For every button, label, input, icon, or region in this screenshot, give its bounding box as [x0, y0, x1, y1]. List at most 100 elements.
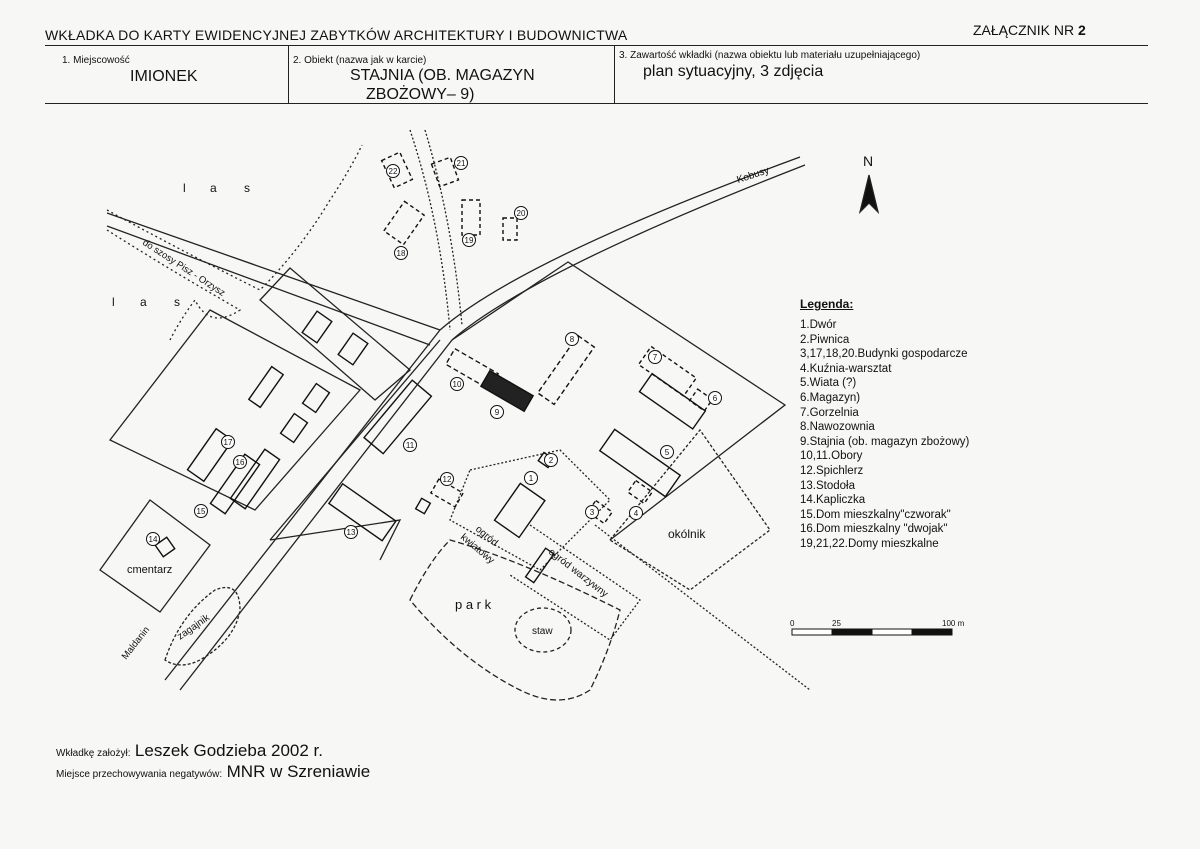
legend-item: 6.Magazyn)	[800, 391, 861, 404]
created-label: Wkładkę założył:	[56, 748, 131, 759]
marker-label-17: 17	[224, 438, 233, 447]
scale-100: 100 m	[942, 619, 965, 628]
label-kobusy: Kobusy	[736, 165, 771, 186]
marker-circle-8	[565, 332, 579, 346]
north-label: N	[863, 153, 873, 169]
building-4	[626, 479, 654, 505]
marker-label-3: 3	[590, 508, 595, 517]
estate-inner-line	[269, 339, 441, 541]
north-arrow-icon	[858, 174, 880, 215]
road-pisz-edge-a	[106, 212, 441, 331]
annex-text: ZAŁĄCZNIK NR	[973, 22, 1075, 38]
legend-item: 12.Spichlerz	[800, 464, 864, 477]
created-by: Wkładkę założył: Leszek Godzieba 2002 r.	[56, 741, 323, 761]
marker-label-13: 13	[347, 528, 356, 537]
farm-outbuilding-a	[247, 365, 285, 409]
road-kobusy-edge-a	[439, 156, 801, 331]
marker-circle-7	[648, 350, 662, 364]
label-staw: staw	[532, 626, 553, 637]
marker-circle-14	[146, 532, 160, 546]
marker-label-18: 18	[397, 249, 406, 258]
header-top-rule	[45, 45, 1148, 46]
site-plan-map: N Kobusy do szosy Pisz - Orzysz Maldanin…	[99, 129, 965, 701]
object-value-line2: ZBOŻOWY– 9)	[366, 86, 475, 103]
legend-item: 2.Piwnica	[800, 333, 850, 346]
created-value: Leszek Godzieba 2002 r.	[134, 741, 323, 760]
legend-item: 13.Stodoła	[800, 479, 855, 492]
marker-circle-9	[490, 405, 504, 419]
forest-edge-1	[106, 144, 363, 291]
building-21	[430, 156, 460, 188]
marker-label-6: 6	[713, 394, 718, 403]
west-farm-area	[108, 309, 362, 511]
marker-circle-16	[233, 455, 247, 469]
legend-item: 8.Nawozownia	[800, 421, 875, 434]
marker-label-7: 7	[653, 353, 658, 362]
legend-item: 5.Wiata (?)	[800, 377, 857, 390]
vegetable-garden	[509, 524, 641, 641]
marker-circle-22	[386, 164, 400, 178]
label-las2-a: a	[140, 295, 147, 309]
path-north-a	[409, 129, 451, 331]
locality-label: 1. Miejscowość	[62, 55, 130, 66]
marker-label-11: 11	[406, 441, 415, 450]
marker-circle-2	[544, 453, 558, 467]
label-pisz-orzysz: do szosy Pisz - Orzysz	[140, 237, 227, 299]
marker-label-14: 14	[149, 535, 158, 544]
marker-circle-20	[514, 206, 528, 220]
building-annex-garden	[524, 547, 555, 584]
legend-item: 16.Dom mieszkalny "dwojak"	[800, 523, 948, 536]
legend-item: 14.Kapliczka	[800, 494, 866, 507]
marker-label-12: 12	[443, 475, 452, 484]
label-maldanin: Maldanin	[120, 625, 152, 662]
marker-circle-3	[585, 505, 599, 519]
farm-outbuilding-b	[301, 382, 331, 414]
north-farm-area	[259, 267, 412, 401]
label-cmentarz: cmentarz	[127, 564, 172, 576]
legend-item: 19,21,22.Domy mieszkalne	[800, 537, 939, 550]
document-title: WKŁADKA DO KARTY EWIDENCYJNEJ ZABYTKÓW A…	[45, 27, 628, 43]
marker-label-21: 21	[457, 159, 466, 168]
building-6	[688, 388, 714, 412]
building-17	[186, 427, 234, 483]
label-park: p a r k	[455, 597, 492, 612]
marker-circle-4	[629, 506, 643, 520]
road-kobusy-edge-b	[451, 164, 806, 341]
label-las1-s: s	[244, 181, 250, 195]
building-13	[327, 482, 397, 542]
header-divider-1	[288, 45, 289, 104]
header-bottom-rule	[45, 103, 1148, 104]
building-7-annex	[638, 372, 707, 430]
marker-circle-18	[394, 246, 408, 260]
label-las1-l: l	[183, 181, 186, 195]
content-label: 3. Zawartość wkładki (nazwa obiektu lub …	[619, 50, 921, 61]
marker-label-9: 9	[495, 408, 500, 417]
building-small-12b	[414, 497, 432, 515]
legend-item: 15.Dom mieszkalny"czworak"	[800, 508, 951, 521]
building-11	[363, 379, 433, 455]
marker-circle-17	[221, 435, 235, 449]
label-las1-a: a	[210, 181, 217, 195]
road-maldanin-edge-a	[164, 329, 441, 681]
building-5	[598, 428, 682, 498]
label-las2-s: s	[174, 295, 180, 309]
storage-label: Miejsce przechowywania negatywów:	[56, 769, 223, 780]
legend-item: 3,17,18,20.Budynki gospodarcze	[800, 348, 968, 361]
legend-title: Legenda:	[800, 297, 854, 311]
building-7	[637, 345, 698, 398]
building-1-manor	[493, 482, 546, 539]
scale-25: 25	[832, 619, 841, 628]
label-okolnik: okólnik	[668, 527, 706, 541]
road-maldanin-edge-b	[179, 339, 453, 691]
building-20	[502, 217, 518, 241]
building-16	[229, 448, 281, 510]
marker-circle-1	[524, 471, 538, 485]
north-outbuilding-a	[301, 310, 333, 344]
farm-outbuilding-c	[279, 412, 309, 444]
park-boundary	[409, 539, 621, 701]
road-pisz-edge-b	[106, 225, 431, 346]
building-14-chapel	[154, 536, 176, 558]
marker-label-5: 5	[665, 448, 670, 457]
legend-item: 4.Kuźnia-warsztat	[800, 362, 892, 375]
building-12	[429, 478, 465, 508]
